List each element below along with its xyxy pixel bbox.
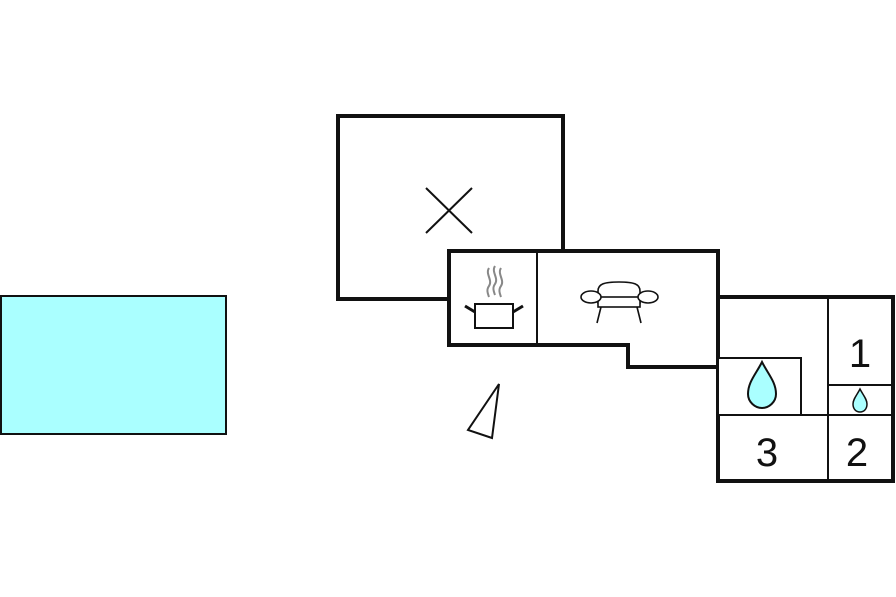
swimming-pool — [0, 295, 227, 435]
steam-icon — [486, 265, 504, 298]
water-drop-icon — [746, 359, 778, 410]
north-arrow-icon — [466, 383, 500, 440]
bedroom-number-2: 2 — [846, 431, 868, 475]
living-area-outline — [447, 249, 720, 369]
cooking-pot-icon — [464, 265, 524, 329]
sofa-icon — [580, 281, 659, 324]
bedroom-number-3: 3 — [756, 431, 778, 475]
bedroom-number-1: 1 — [849, 332, 871, 376]
water-drop-icon — [852, 387, 868, 413]
cross-icon — [425, 187, 473, 234]
